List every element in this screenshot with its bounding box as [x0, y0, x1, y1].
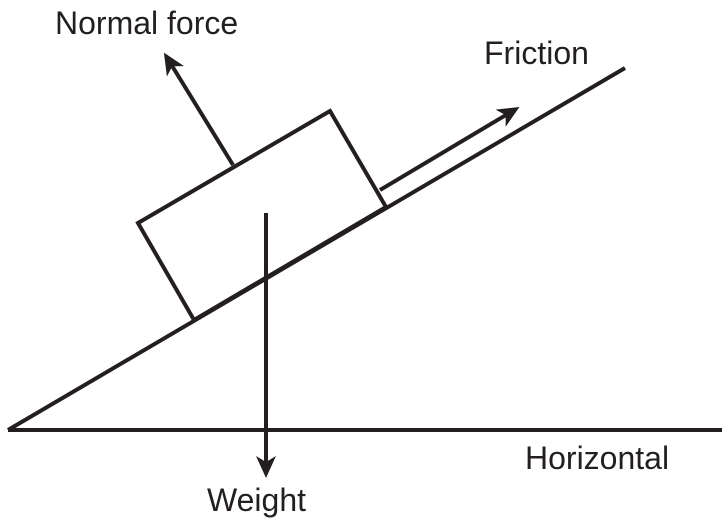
block — [135, 108, 389, 323]
normal-force-arrow — [163, 52, 235, 167]
horizontal-label: Horizontal — [525, 440, 669, 476]
weight-label: Weight — [207, 482, 306, 518]
normal-force-label: Normal force — [55, 5, 238, 41]
friction-label: Friction — [484, 35, 589, 71]
friction-arrow — [378, 106, 520, 192]
